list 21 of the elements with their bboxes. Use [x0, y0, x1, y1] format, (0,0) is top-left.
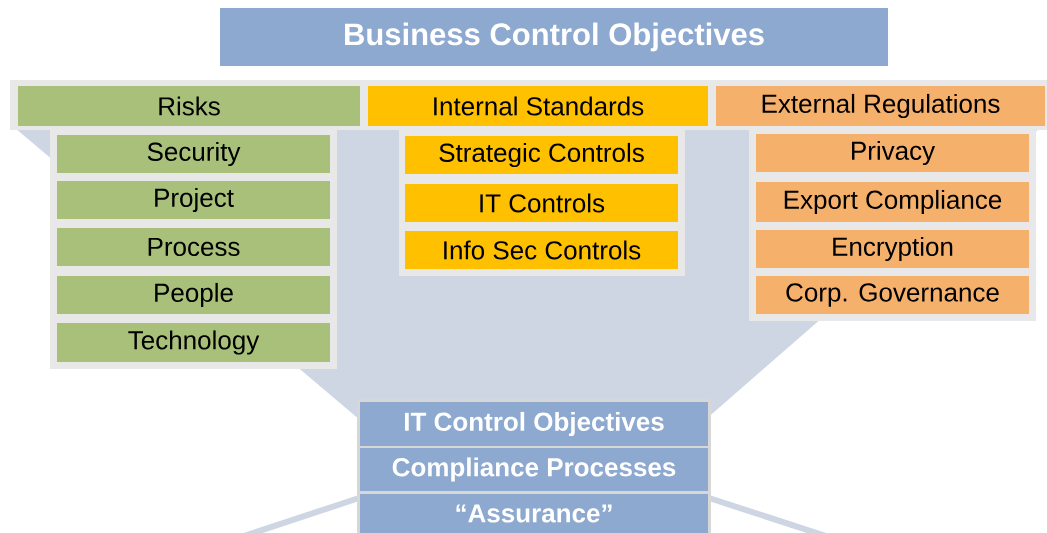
objective-box: “Assurance” [360, 494, 708, 533]
category-item: Corp. Governance [756, 276, 1029, 314]
node-label: Compliance Processes [392, 457, 676, 482]
category-item: IT Controls [405, 184, 678, 222]
category-item: Info Sec Controls [405, 231, 678, 269]
category-header: External Regulations [716, 86, 1045, 126]
category-item: Encryption [756, 230, 1029, 268]
category-item: Export Compliance [756, 182, 1029, 222]
objective-box: Compliance Processes [360, 448, 708, 491]
category-item: Privacy [756, 134, 1029, 172]
objective-box: IT Control Objectives [360, 402, 708, 446]
category-item: Process [57, 228, 330, 266]
category-item: Project [57, 181, 330, 219]
category-item: Strategic Controls [405, 136, 678, 174]
category-header: Risks [18, 86, 360, 126]
title-banner: Business Control Objectives [220, 8, 888, 66]
node-label: IT Control Objectives [405, 411, 664, 437]
category-item: Technology [57, 323, 330, 362]
category-header: Internal Standards [368, 86, 708, 126]
category-item: Security [57, 135, 330, 173]
category-item: People [57, 276, 330, 314]
